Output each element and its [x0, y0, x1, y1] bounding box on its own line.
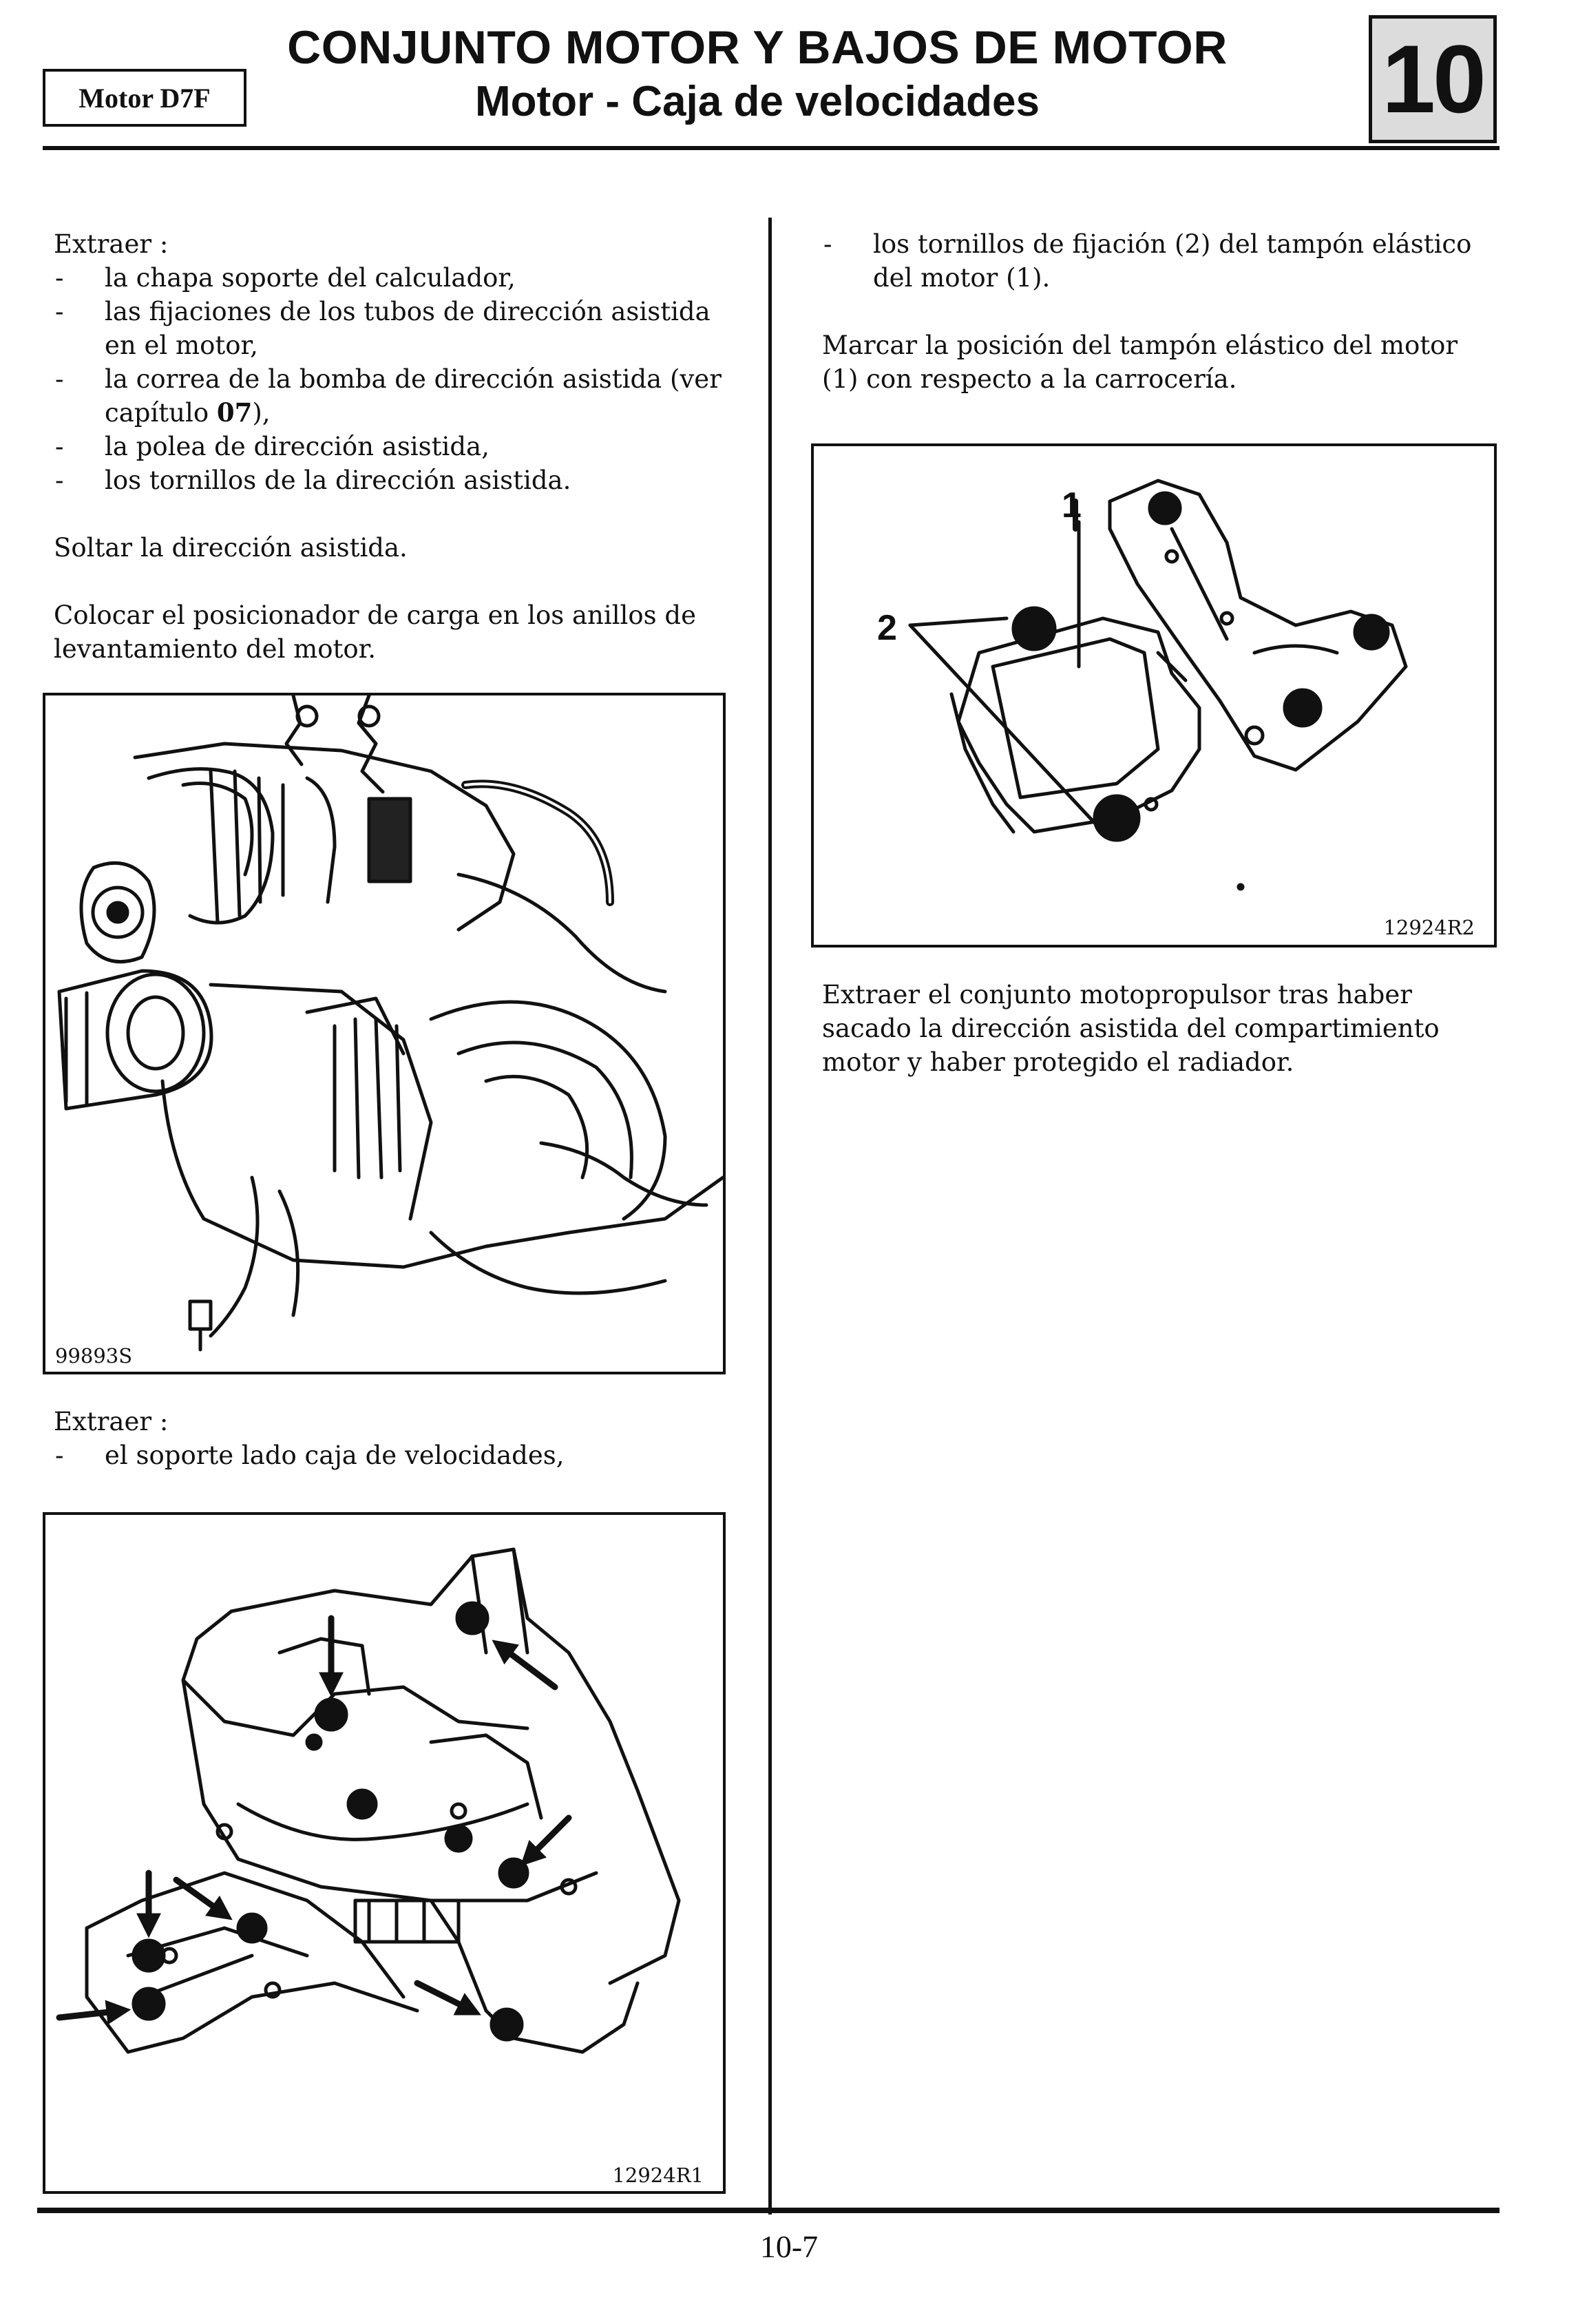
right-text-block-2: Extraer el conjunto motopropulsor tras h… — [822, 978, 1483, 1079]
list-item: -la correa de la bomba de dirección asis… — [55, 364, 722, 428]
figure-gearbox-support: 12924R1 — [43, 1512, 726, 2194]
left-paragraph-2: Colocar el posicionador de carga en los … — [54, 600, 696, 664]
engine-lifting-illustration — [57, 695, 723, 1352]
list-item: -la chapa soporte del calculador, — [55, 263, 516, 293]
figure-code: 12924R1 — [609, 2164, 706, 2187]
right-paragraph-2: Extraer el conjunto motopropulsor tras h… — [822, 980, 1440, 1077]
list-item: -los tornillos de fijación (2) del tampó… — [823, 229, 1472, 293]
left-intro-2: Extraer : — [54, 1407, 169, 1436]
left-intro: Extraer : — [54, 229, 169, 259]
header-divider — [43, 146, 1500, 150]
engine-mount-illustration — [908, 479, 1408, 891]
footer-divider — [37, 2208, 1500, 2213]
chapter-reference: 07 — [216, 397, 253, 428]
chapter-number: 10 — [1382, 25, 1486, 133]
right-text-block: -los tornillos de fijación (2) del tampó… — [822, 227, 1483, 396]
figure-engine-mount: 1 2 12924R2 — [811, 443, 1497, 948]
figure-engine-lifting: 99893S — [43, 693, 726, 1374]
figure-label-1: 1 — [1062, 485, 1082, 525]
left-item-list-2: -el soporte lado caja de velocidades, — [54, 1438, 742, 1472]
page-subtitle: Motor - Caja de velocidades — [475, 78, 1040, 125]
page-title: CONJUNTO MOTOR Y BAJOS DE MOTOR — [287, 21, 1228, 74]
gearbox-support-illustration — [56, 1547, 681, 2054]
right-item-list: -los tornillos de fijación (2) del tampó… — [822, 227, 1483, 295]
chapter-number-badge: 10 — [1369, 15, 1497, 143]
engine-label: Motor D7F — [78, 82, 211, 114]
right-paragraph-1: Marcar la posición del tampón elástico d… — [822, 331, 1458, 394]
list-item: -las fijaciones de los tubos de direcció… — [55, 297, 711, 360]
column-divider — [768, 218, 772, 2215]
left-text-block-2: Extraer : -el soporte lado caja de veloc… — [54, 1405, 742, 1472]
left-item-list: -la chapa soporte del calculador, -las f… — [54, 261, 742, 497]
figure-label-2: 2 — [877, 608, 897, 648]
list-item: -el soporte lado caja de velocidades, — [55, 1441, 565, 1470]
list-item: -la polea de dirección asistida, — [55, 432, 490, 461]
page-number: 10-7 — [759, 2229, 819, 2264]
list-item: -los tornillos de la dirección asistida. — [55, 465, 571, 495]
engine-badge: Motor D7F — [43, 69, 246, 127]
left-paragraph-1: Soltar la dirección asistida. — [54, 533, 408, 563]
figure-code: 12924R2 — [1380, 916, 1477, 939]
left-text-block: Extraer : -la chapa soporte del calculad… — [54, 227, 742, 666]
figure-code: 99893S — [52, 1344, 136, 1368]
